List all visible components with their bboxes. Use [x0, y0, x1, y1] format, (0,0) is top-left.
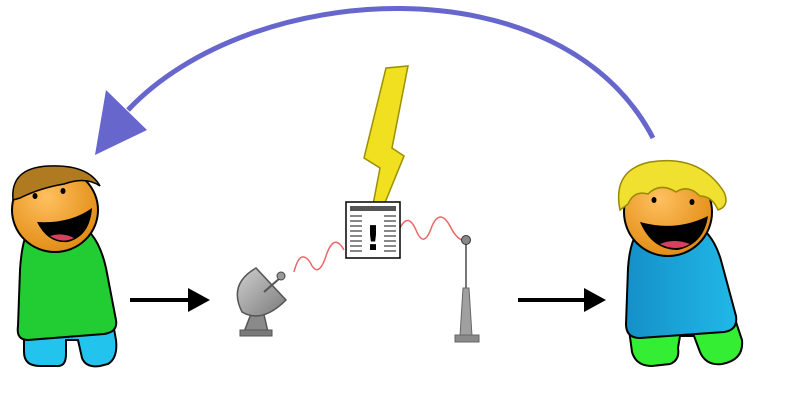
sender-left-eye	[32, 193, 38, 199]
sender-right-eye	[60, 188, 66, 194]
noise-wave-right	[399, 216, 463, 241]
receiver-person	[617, 159, 744, 368]
receiver-left-eye	[651, 197, 657, 203]
noise-wave-left	[293, 241, 345, 273]
lightning-icon	[363, 65, 409, 211]
sender-tongue	[50, 234, 74, 241]
noise-exclamation: !	[365, 219, 381, 259]
sender-hair	[12, 165, 101, 201]
radio-mast-icon	[454, 235, 480, 343]
flow-arrow-1	[130, 288, 210, 312]
noise-waves	[293, 216, 463, 273]
sender-person	[11, 165, 118, 368]
feedback-arrowhead	[95, 90, 147, 155]
receiver-tongue	[660, 241, 690, 248]
flow-arrow-2	[518, 288, 606, 312]
feedback-arc	[126, 6, 656, 140]
feedback-arrow	[95, 6, 656, 155]
receiver-mouth	[640, 216, 708, 250]
receiver-hair	[617, 159, 727, 212]
receiver-right-eye	[689, 199, 695, 205]
sender-mouth	[37, 208, 92, 243]
noise-newspaper-icon: !	[345, 201, 401, 259]
dish-antenna-icon	[236, 267, 288, 337]
